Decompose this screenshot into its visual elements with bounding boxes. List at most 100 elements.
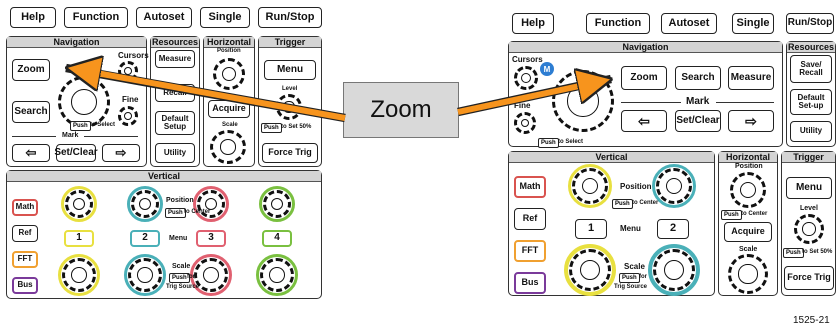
vertical-scale-push-label: Push: [619, 273, 640, 283]
vertical-header: Vertical: [7, 171, 321, 182]
math-button[interactable]: Math: [514, 176, 546, 198]
vertical-to-center-label: to Center: [632, 200, 659, 206]
mark-label: Mark: [686, 96, 710, 107]
help-button[interactable]: Help: [10, 7, 56, 28]
push-label: Push: [70, 121, 91, 131]
horizontal-scale-label: Scale: [222, 122, 238, 128]
acquire-button[interactable]: Acquire: [724, 222, 772, 242]
mark-prev-button[interactable]: ⇦: [621, 110, 667, 132]
autoset-button[interactable]: Autoset: [661, 13, 717, 34]
fine-knob[interactable]: [514, 112, 536, 134]
ch4-position-knob[interactable]: [263, 190, 291, 218]
ch3-position-ring: [193, 186, 229, 222]
fine-knob[interactable]: [118, 106, 138, 126]
default-setup-button[interactable]: Default Setup: [155, 111, 195, 135]
ch4-button[interactable]: 4: [262, 230, 292, 247]
zoom-button[interactable]: Zoom: [12, 59, 50, 81]
set-clear-button[interactable]: Set/Clear: [675, 110, 721, 132]
set-clear-button[interactable]: Set/Clear: [54, 144, 98, 162]
to-select-label: to Select: [558, 139, 584, 145]
trigger-to-set-label: to Set 50%: [281, 124, 312, 130]
single-button[interactable]: Single: [732, 13, 774, 34]
ch3-scale-knob[interactable]: [194, 258, 228, 292]
save-recall-button[interactable]: Save/ Recall: [790, 55, 832, 83]
ch1-scale-knob[interactable]: [569, 249, 611, 291]
ch1-button[interactable]: 1: [575, 219, 607, 239]
math-button[interactable]: Math: [12, 199, 38, 216]
ch3-position-knob[interactable]: [197, 190, 225, 218]
push-label: Push: [538, 138, 559, 148]
fine-label: Fine: [122, 95, 139, 104]
mark-label: Mark: [62, 132, 79, 139]
search-button[interactable]: Search: [12, 101, 50, 123]
single-button[interactable]: Single: [200, 7, 250, 28]
vertical-to-center-label: to Center: [184, 209, 211, 215]
ch4-scale-knob[interactable]: [260, 258, 294, 292]
zoom-button[interactable]: Zoom: [621, 66, 667, 90]
horizontal-position-label: Position: [735, 163, 763, 170]
fft-button[interactable]: FFT: [12, 251, 38, 268]
trigger-push-label: Push: [261, 123, 282, 133]
ch2-scale-knob[interactable]: [128, 258, 162, 292]
autoset-button[interactable]: Autoset: [136, 7, 192, 28]
ch1-button[interactable]: 1: [64, 230, 94, 247]
mark-next-button[interactable]: ⇨: [728, 110, 774, 132]
ch4-scale-ring: [256, 254, 298, 296]
cursors-knob[interactable]: [514, 66, 538, 90]
run-stop-button[interactable]: Run/Stop: [258, 7, 322, 28]
function-button[interactable]: Function: [64, 7, 128, 28]
ch1-scale-ring: [564, 244, 616, 296]
vertical-position-label: Position: [620, 182, 652, 191]
ch1-scale-knob[interactable]: [62, 258, 96, 292]
mark-divider-right: [716, 102, 774, 103]
ch2-button[interactable]: 2: [657, 219, 689, 239]
ch1-position-knob[interactable]: [65, 190, 93, 218]
force-trig-button[interactable]: Force Trig: [262, 143, 318, 163]
horizontal-push-label: Push: [721, 210, 742, 220]
fine-label: Fine: [514, 101, 531, 110]
ch2-scale-knob[interactable]: [653, 249, 695, 291]
mark-prev-button[interactable]: ⇦: [12, 144, 50, 162]
horizontal-to-center-label: to Center: [741, 211, 768, 217]
ch1-position-knob[interactable]: [572, 168, 608, 204]
ch3-button[interactable]: 3: [196, 230, 226, 247]
bus-button[interactable]: Bus: [12, 277, 38, 294]
horizontal-scale-label: Scale: [739, 246, 758, 253]
horizontal-position-knob[interactable]: [730, 172, 766, 208]
default-setup-button[interactable]: Default Set-up: [790, 89, 832, 115]
ref-button[interactable]: Ref: [514, 208, 546, 230]
trigger-push-label: Push: [783, 248, 804, 258]
force-trig-button[interactable]: Force Trig: [784, 266, 834, 290]
ch2-position-knob[interactable]: [131, 190, 159, 218]
help-button[interactable]: Help: [512, 13, 554, 34]
vertical-trig-source-label: Trig Source: [614, 284, 648, 290]
measure-button[interactable]: Measure: [155, 50, 195, 68]
ref-button[interactable]: Ref: [12, 225, 38, 242]
search-button[interactable]: Search: [675, 66, 721, 90]
bus-button[interactable]: Bus: [514, 272, 546, 294]
measure-button[interactable]: Measure: [728, 66, 774, 90]
fft-button[interactable]: FFT: [514, 240, 546, 262]
ch2-button[interactable]: 2: [130, 230, 160, 247]
mark-next-button[interactable]: ⇨: [102, 144, 140, 162]
trigger-level-knob[interactable]: [794, 214, 824, 244]
ch2-scale-ring: [124, 254, 166, 296]
utility-button[interactable]: Utility: [790, 121, 832, 142]
function-button[interactable]: Function: [586, 13, 650, 34]
horizontal-scale-knob[interactable]: [728, 254, 768, 294]
horizontal-header: Horizontal: [204, 37, 254, 48]
horizontal-position-knob[interactable]: [213, 58, 245, 90]
utility-button[interactable]: Utility: [155, 143, 195, 163]
ch1-scale-ring: [58, 254, 100, 296]
run-stop-button[interactable]: Run/Stop: [786, 13, 834, 34]
arrow-to-left-zoom: [80, 70, 346, 121]
vertical-push-label: Push: [165, 208, 186, 218]
horizontal-scale-knob[interactable]: [210, 130, 246, 164]
trigger-menu-button[interactable]: Menu: [264, 60, 316, 80]
trigger-menu-button[interactable]: Menu: [786, 177, 832, 199]
horizontal-position-label: Position: [217, 48, 241, 54]
vertical-push-label: Push: [612, 199, 633, 209]
ch2-position-ring: [127, 186, 163, 222]
ch2-position-knob[interactable]: [656, 168, 692, 204]
